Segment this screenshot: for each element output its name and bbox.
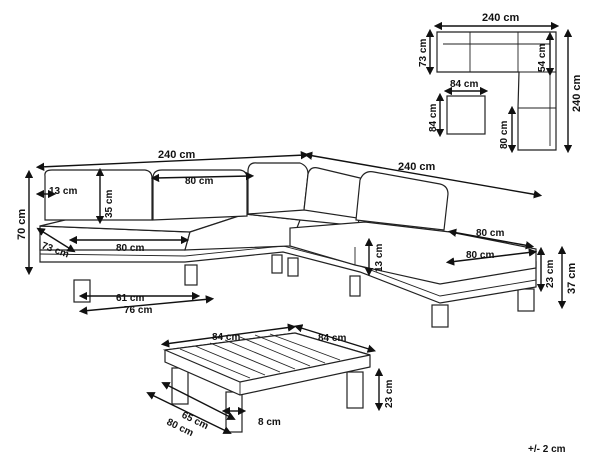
back-cushion xyxy=(355,171,449,231)
table-leg xyxy=(346,371,364,409)
plan-ottoman-w-label: 84 cm xyxy=(450,79,478,90)
back-cushion-w-dim xyxy=(150,171,255,183)
sofa-leg xyxy=(184,264,198,286)
sofa-leg xyxy=(271,254,283,274)
total-height-label: 70 cm xyxy=(16,209,28,240)
back-cushion xyxy=(303,167,366,219)
back-cushion xyxy=(247,162,309,215)
sofa-view: 240 cm 240 cm 80 cm 13 cm 35 cm 70 cm 73… xyxy=(16,149,578,328)
outer-width-dim xyxy=(78,295,215,315)
armrest-label: 13 cm xyxy=(49,186,77,197)
table-top-w-dim xyxy=(160,323,297,348)
table-height-label: 23 cm xyxy=(384,380,395,408)
chaise-w1-label: 80 cm xyxy=(476,228,504,239)
table-leg-label: 8 cm xyxy=(258,417,281,428)
inner-width-label: 61 cm xyxy=(116,293,144,304)
table-slat xyxy=(209,342,281,373)
plan-width-label: 240 cm xyxy=(482,12,520,24)
chaise-w1-dim xyxy=(447,228,535,250)
outer-width-label: 76 cm xyxy=(124,305,152,316)
seat-depth-dim xyxy=(36,227,76,253)
back-height-label: 35 cm xyxy=(104,190,115,218)
plan-corner-label: 80 cm xyxy=(499,121,510,149)
table-top-d-label: 84 cm xyxy=(318,333,346,344)
seat-width-label: 80 cm xyxy=(116,243,144,254)
base-height-label: 23 cm xyxy=(545,260,556,288)
sofa-right-length-dim xyxy=(303,151,543,199)
table-slat xyxy=(194,345,266,376)
sofa-left-length-label: 240 cm xyxy=(158,149,196,161)
table-leg xyxy=(225,391,243,433)
chaise-w2-dim xyxy=(445,248,538,266)
sofa-frame-grain xyxy=(39,245,537,297)
plan-sofa-outline xyxy=(436,31,557,151)
sofa-left-length-dim xyxy=(35,150,310,172)
table-top-d-dim xyxy=(293,324,377,353)
sofa-leg xyxy=(349,275,361,297)
table-top-w-label: 84 cm xyxy=(212,332,240,343)
tolerance-note: +/- 2 cm xyxy=(528,444,566,455)
sofa-leg xyxy=(287,257,299,277)
plan-inner-label: 54 cm xyxy=(537,44,548,72)
table-slat xyxy=(179,348,251,379)
seat-height-label: 13 cm xyxy=(374,244,385,272)
table-outer-dim xyxy=(146,392,232,434)
plan-view: 240 cm 73 cm 54 cm 240 cm 84 cm 84 cm 80… xyxy=(418,12,583,154)
sofa-right-length-label: 240 cm xyxy=(398,161,436,173)
plan-depth-label: 73 cm xyxy=(418,39,429,67)
table-leg xyxy=(171,367,189,405)
back-cushion-w-label: 80 cm xyxy=(185,176,213,187)
table-view: 84 cm 84 cm 65 cm 80 cm 8 cm 23 cm xyxy=(146,323,395,439)
plan-side-label: 240 cm xyxy=(571,74,583,112)
sofa-height-label: 37 cm xyxy=(566,263,578,294)
sofa-leg xyxy=(73,279,91,303)
sofa-leg xyxy=(517,288,535,312)
plan-ottoman-d-label: 84 cm xyxy=(428,104,439,132)
plan-ottoman xyxy=(446,95,486,135)
chaise-w2-label: 80 cm xyxy=(466,250,494,261)
sofa-leg xyxy=(431,304,449,328)
